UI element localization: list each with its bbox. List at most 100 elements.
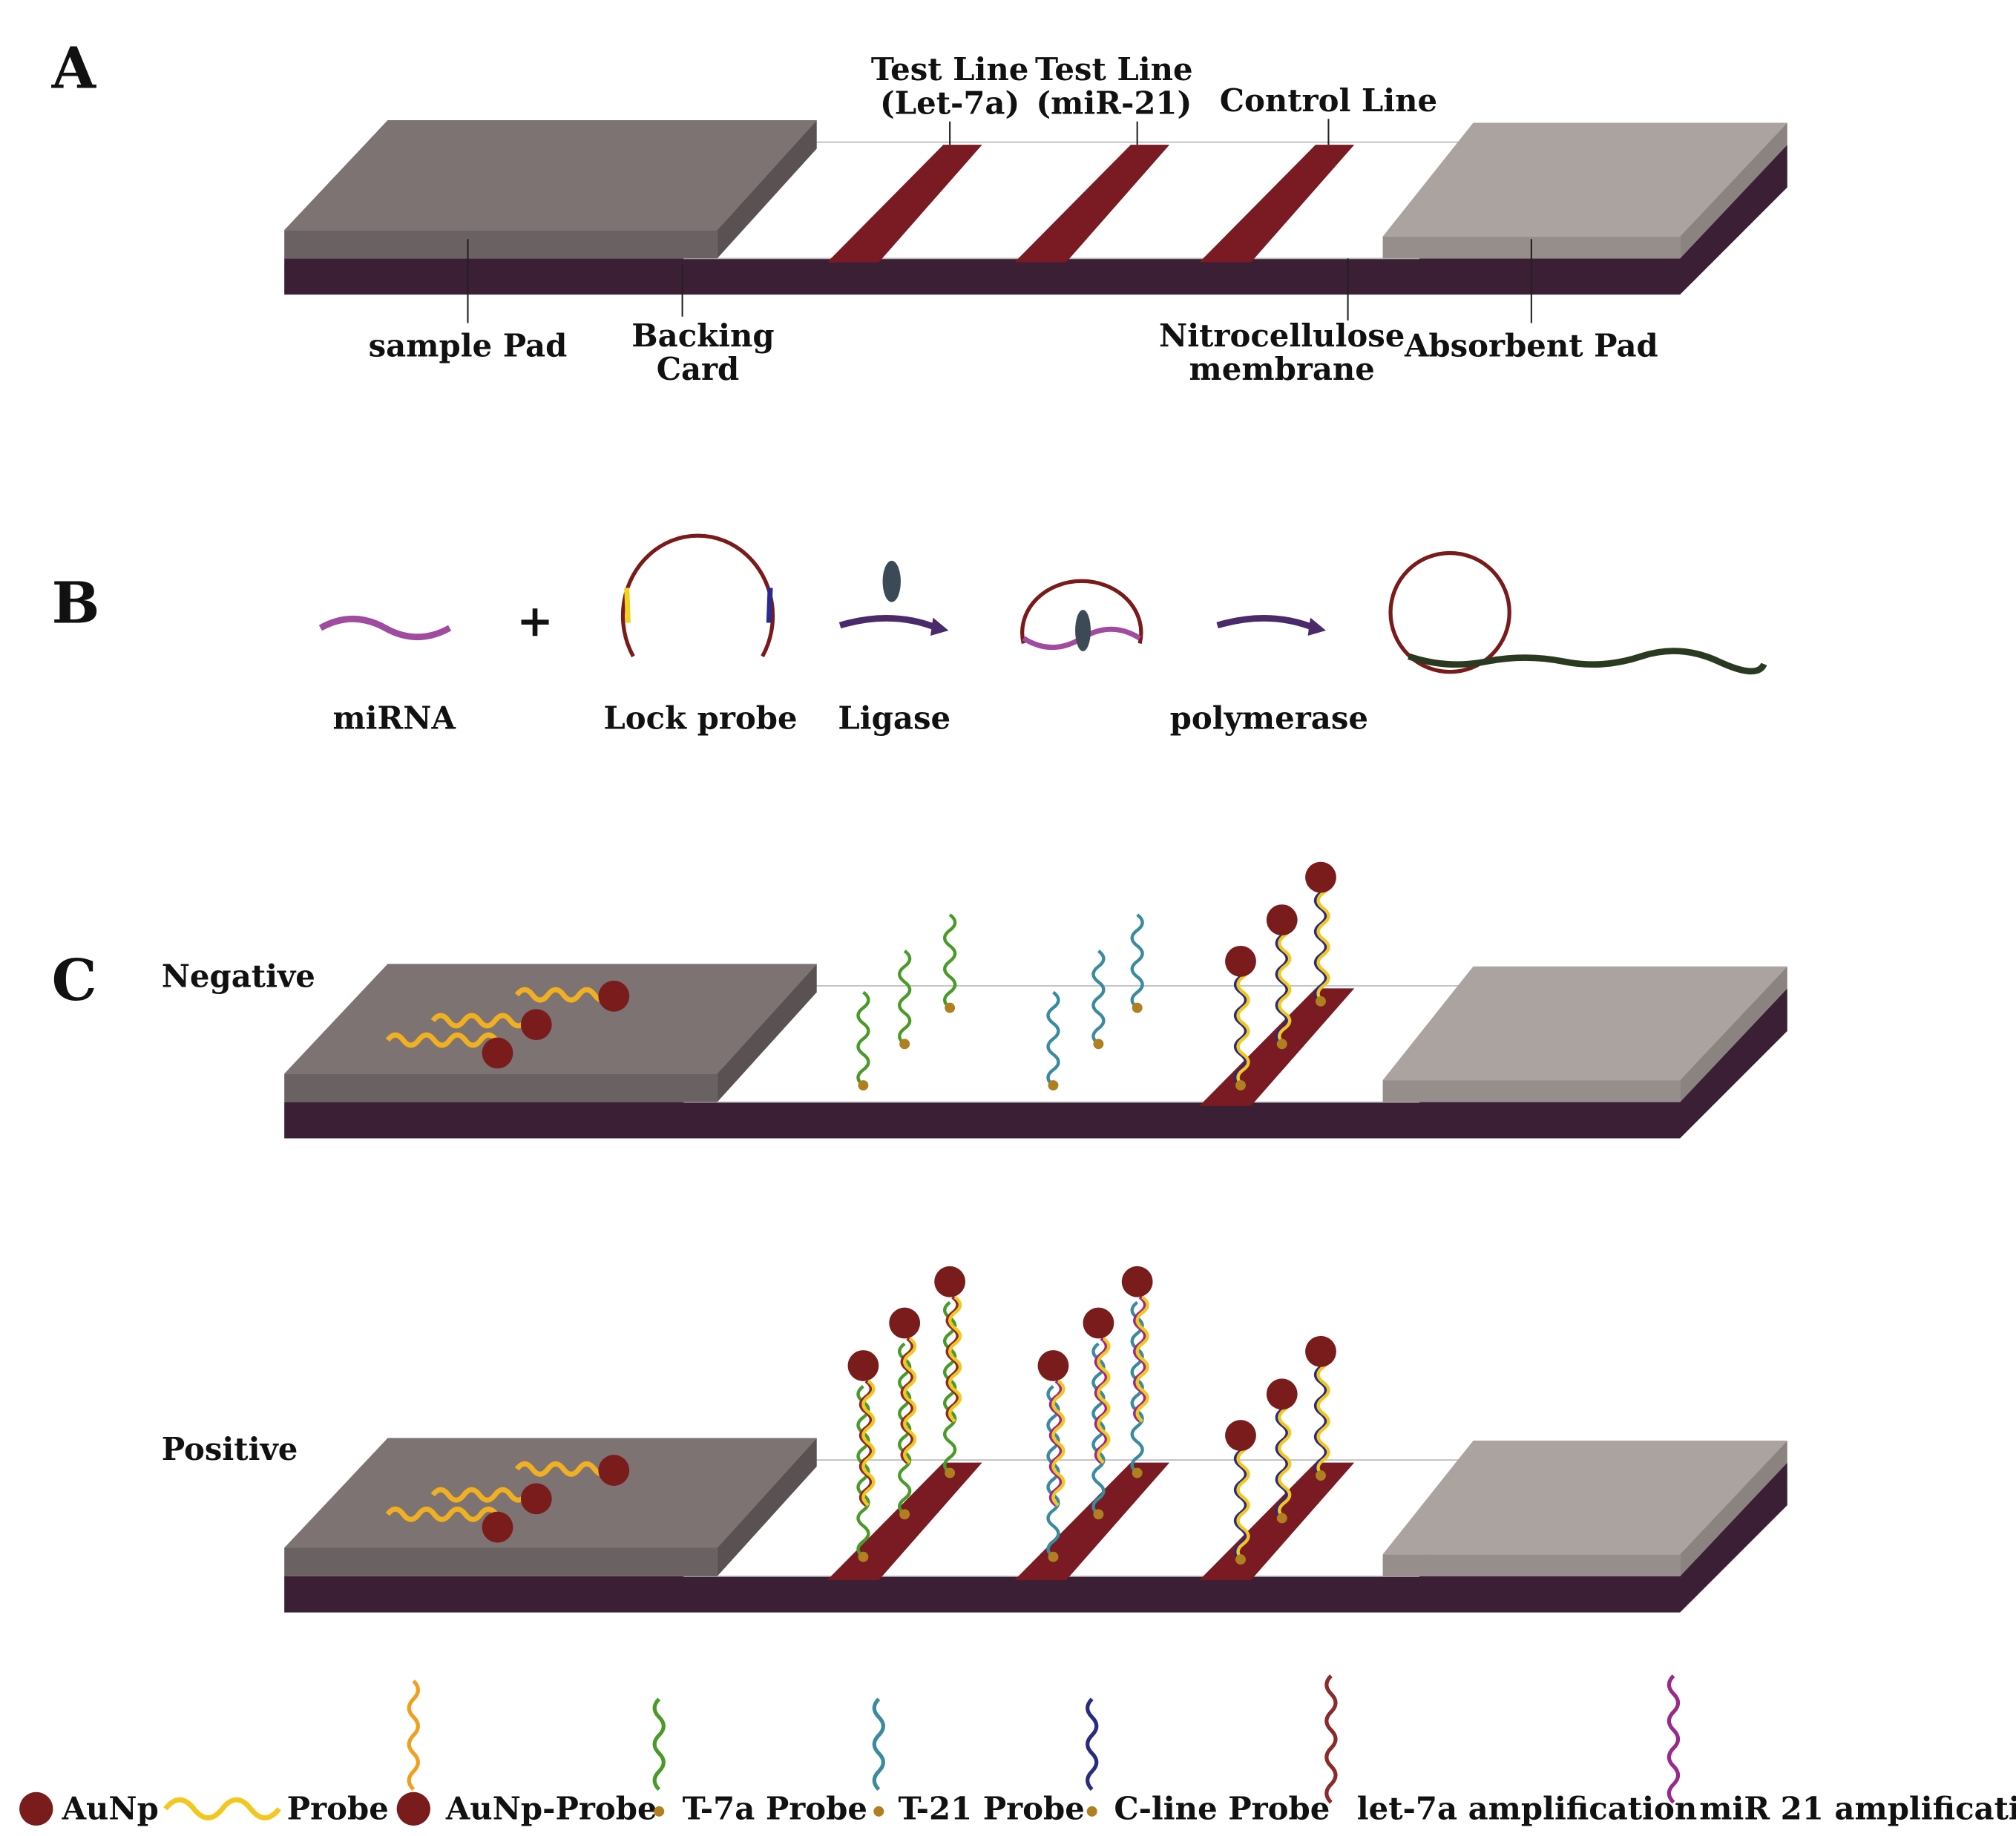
legend-label: C-line Probe (1114, 1790, 1330, 1826)
probe-anchor (1235, 1080, 1246, 1091)
aunp-probe-strand (385, 1506, 499, 1522)
legend-label: AuNp-Probe (445, 1790, 657, 1826)
polymerase-label: polymerase (1170, 700, 1368, 736)
backing-card (284, 1462, 1787, 1613)
legend-item: T-21 Probe (872, 1697, 1085, 1826)
anchor-icon (1086, 1806, 1097, 1817)
test-line (1014, 145, 1170, 263)
legend-label: T-7a Probe (683, 1790, 867, 1826)
t21-probe (1130, 1300, 1144, 1475)
t7a-probe (856, 1385, 870, 1559)
rca-product (1408, 648, 1767, 675)
legend-item: T-7a Probe (652, 1697, 867, 1826)
legend-label: miR 21 amplification (1699, 1790, 2016, 1826)
probe-anchor (1276, 1039, 1287, 1050)
aunp (1266, 904, 1298, 936)
legend-item: AuNp (19, 1790, 159, 1826)
c-line-probe (1275, 1392, 1289, 1520)
aunp-probe (1278, 1392, 1292, 1520)
aunp-icon (19, 1791, 53, 1826)
aunp (1266, 1378, 1298, 1410)
legend-label: T-21 Probe (898, 1790, 1084, 1826)
sample-pad-label: sample Pad (369, 328, 568, 364)
legend-item: AuNp-Probe (396, 1679, 657, 1826)
mir21-amplification (1048, 1380, 1063, 1507)
t21-probe (1046, 990, 1060, 1087)
aunp-probe (948, 1295, 962, 1423)
positive-label: Positive (162, 1431, 298, 1467)
ligase-icon (882, 560, 901, 602)
strand-icon (652, 1697, 666, 1791)
panel-c-label: C (52, 947, 97, 1014)
c-line-probe (1313, 875, 1328, 1003)
t21-probe (1091, 1342, 1106, 1516)
aunp (1305, 861, 1336, 893)
probes-layer (385, 861, 1336, 1565)
aunp (934, 1266, 966, 1297)
backing-card (284, 145, 1787, 295)
lock-probe-label: Lock probe (603, 700, 797, 736)
legend-label: let-7a amplification (1357, 1790, 1698, 1826)
aunp (520, 1483, 552, 1515)
panel-a-label: A (51, 35, 97, 102)
aunp (1083, 1307, 1114, 1339)
probe-icon (163, 1797, 281, 1821)
aunp-probe-strand (385, 1032, 499, 1048)
probe-anchor (1316, 1470, 1326, 1481)
probe-anchor (945, 1002, 956, 1013)
negative-label: Negative (162, 958, 315, 995)
t21-probe (1091, 950, 1106, 1046)
control-line-label: Control Line (1220, 82, 1437, 119)
t7a-probe (898, 950, 912, 1046)
probe-anchor (1276, 1513, 1287, 1524)
mir21-amplification (1094, 1337, 1109, 1464)
panel-b-scheme: + miRNA Lock probe Ligase polymerase (318, 533, 1767, 736)
test-line (827, 145, 982, 263)
test-line-1-sublabel: (Let-7a) (880, 85, 1020, 121)
aunp (482, 1037, 513, 1069)
probe-anchor (858, 1551, 869, 1562)
arrow-1 (838, 615, 939, 631)
strip-positive (284, 1438, 1787, 1613)
let7a-amplification (858, 1380, 873, 1507)
nitrocellulose-label: Nitrocellulose (1159, 317, 1405, 354)
probe-anchor (1048, 1080, 1059, 1091)
aunp-probe (1316, 875, 1330, 1003)
aunp (598, 980, 630, 1012)
aunp-probe (1051, 1380, 1066, 1507)
strand-icon (1086, 1697, 1099, 1791)
mir21-amplification (1133, 1295, 1147, 1423)
strand-icon (407, 1679, 421, 1791)
legend-label: AuNp (62, 1790, 159, 1826)
strip-negative (284, 964, 1787, 1139)
probe-anchor (1132, 1002, 1143, 1013)
c-line-probe (1275, 918, 1289, 1046)
t7a-probe (898, 1342, 912, 1516)
c-line-probe (1233, 1434, 1248, 1561)
backing-card-sublabel: Card (657, 351, 740, 387)
ligase-label: Ligase (838, 700, 950, 736)
c-line-probe (1233, 960, 1248, 1087)
strand-icon (872, 1697, 886, 1791)
backing-card-label: Backing (631, 317, 774, 354)
aunp-probe (1097, 1337, 1111, 1464)
legend-item: miR 21 amplification (1667, 1674, 2016, 1826)
aunp (598, 1455, 630, 1486)
backing-card (284, 988, 1787, 1139)
aunp (1037, 1350, 1069, 1381)
probe-anchor (899, 1509, 910, 1520)
c-line-probe (1313, 1350, 1328, 1477)
t21-probe (1046, 1385, 1060, 1559)
let7a-amplification (945, 1295, 959, 1423)
probe-anchor (1132, 1467, 1143, 1478)
aunp-probe (1135, 1295, 1149, 1423)
test-line-2-sublabel: (miR-21) (1036, 85, 1192, 121)
legend-item: Probe (163, 1790, 389, 1826)
aunp-icon (396, 1791, 430, 1826)
sample-pad (284, 120, 817, 231)
test-line-2-label: Test Line (1035, 51, 1193, 88)
aunp (889, 1307, 921, 1339)
absorbent-pad (1382, 122, 1787, 237)
